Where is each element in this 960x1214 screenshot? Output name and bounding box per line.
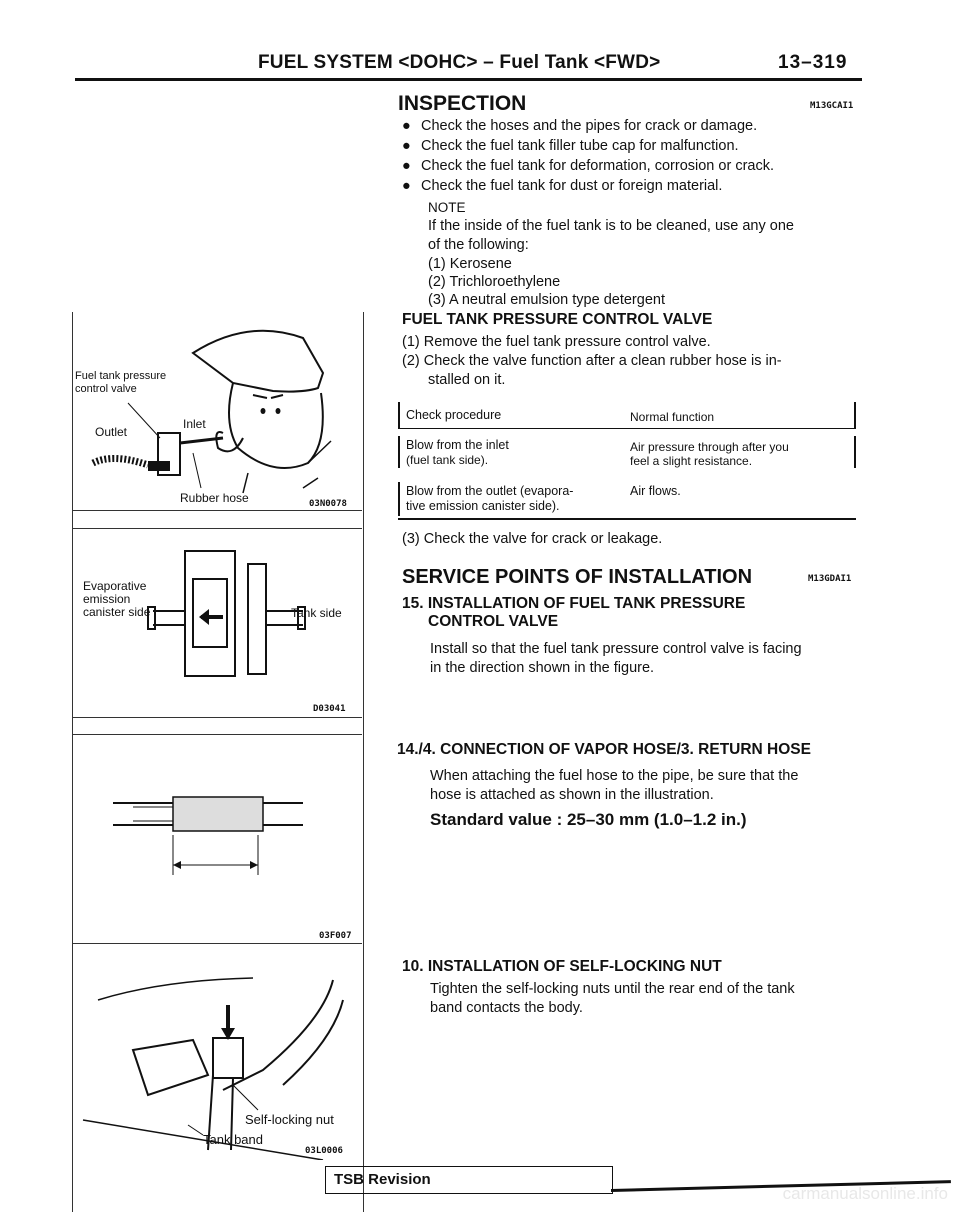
label-evap-3: canister side: [83, 605, 151, 619]
figure-hose-connection: 03F007: [73, 734, 362, 944]
item-heading: CONTROL VALVE: [428, 613, 559, 630]
item-text: Tighten the self-locking nuts until the …: [430, 981, 795, 997]
table-cell: Blow from the inlet: [406, 438, 509, 452]
figure-code: 03F007: [319, 931, 352, 941]
pressure-valve-heading: FUEL TANK PRESSURE CONTROL VALVE: [402, 311, 713, 328]
item-text: in the direction shown in the figure.: [430, 660, 655, 676]
label-tank-band: Tank band: [203, 1132, 263, 1147]
note-label: NOTE: [428, 200, 466, 215]
tank-band-diagram: [82, 977, 344, 1161]
note-item: (3) A neutral emulsion type detergent: [428, 292, 665, 308]
table-cell: (fuel tank side).: [406, 453, 489, 467]
figure-tank-band: Self-locking nut Tank band 03L0006: [73, 960, 362, 1161]
step-text: (1) Remove the fuel tank pressure contro…: [402, 334, 711, 350]
figure-valve-direction: Evaporative emission canister side Tank …: [73, 528, 362, 718]
figure-pressure-valve-head: Fuel tank pressure control valve Outlet …: [73, 313, 362, 511]
inspection-bullet: ●Check the fuel tank filler tube cap for…: [402, 138, 739, 154]
inspection-code: M13GCAI1: [810, 101, 854, 111]
item-heading: 15. INSTALLATION OF FUEL TANK PRESSURE: [402, 595, 746, 612]
figure-code: 03N0078: [309, 499, 347, 509]
step-text: (3) Check the valve for crack or leakage…: [402, 531, 663, 547]
label-outlet: Outlet: [95, 425, 128, 439]
service-heading: SERVICE POINTS OF INSTALLATION: [402, 566, 753, 588]
valve-diagram: [147, 550, 306, 677]
label-tank-side: Tank side: [291, 606, 342, 620]
inspection-bullet: ●Check the hoses and the pipes for crack…: [402, 118, 758, 134]
note-item: (2) Trichloroethylene: [428, 274, 561, 290]
table-header: Normal function: [630, 410, 715, 424]
step-text: (2) Check the valve function after a cle…: [402, 353, 782, 369]
table-cell: Air flows.: [630, 484, 681, 498]
item-heading: 10. INSTALLATION OF SELF-LOCKING NUT: [402, 958, 722, 975]
item-text: hose is attached as shown in the illustr…: [430, 787, 714, 803]
label-self-locking-nut: Self-locking nut: [245, 1112, 334, 1127]
standard-value: Standard value : 25–30 mm (1.0–1.2 in.): [430, 810, 747, 829]
check-table: Check procedure Normal function Blow fro…: [398, 402, 856, 520]
label-inlet: Inlet: [183, 417, 206, 431]
header-rule: [75, 78, 862, 81]
table-header: Check procedure: [406, 408, 502, 422]
table-cell: Air pressure through after you: [630, 440, 789, 454]
mechanic-illustration: [91, 329, 332, 494]
item-text: When attaching the fuel hose to the pipe…: [430, 768, 799, 784]
figure-code: D03041: [313, 704, 346, 714]
watermark: carmanualsonline.info: [782, 1184, 948, 1203]
label-evap-2: emission: [83, 592, 131, 606]
note-text: of the following:: [428, 237, 529, 253]
step-text: stalled on it.: [428, 372, 506, 388]
figure-column: [72, 312, 364, 1212]
service-code: M13GDAI1: [808, 574, 852, 584]
label-rubber-hose: Rubber hose: [180, 491, 249, 505]
table-cell: Blow from the outlet (evapora-: [406, 484, 574, 498]
page-number: 13–319: [778, 52, 848, 73]
label-valve-1: Fuel tank pressure: [75, 370, 167, 382]
table-cell: tive emission canister side).: [406, 499, 560, 513]
hose-diagram: [113, 796, 303, 875]
item-text: Install so that the fuel tank pressure c…: [430, 641, 802, 657]
tsb-revision-label: TSB Revision: [334, 1171, 431, 1188]
page-header-title: FUEL SYSTEM <DOHC> – Fuel Tank <FWD>: [258, 52, 661, 73]
table-cell: feel a slight resistance.: [630, 454, 753, 468]
inspection-bullet: ●Check the fuel tank for deformation, co…: [402, 158, 774, 174]
figure-code: 03L0006: [305, 1146, 343, 1156]
tsb-revision-box: TSB Revision: [325, 1166, 613, 1194]
note-item: (1) Kerosene: [428, 256, 512, 272]
item-text: band contacts the body.: [430, 1000, 583, 1016]
inspection-heading: INSPECTION: [398, 92, 527, 115]
label-valve-2: control valve: [75, 383, 137, 395]
inspection-bullet: ●Check the fuel tank for dust or foreign…: [402, 178, 723, 194]
item-heading: 14./4. CONNECTION OF VAPOR HOSE/3. RETUR…: [397, 741, 811, 758]
note-text: If the inside of the fuel tank is to be …: [428, 218, 794, 234]
label-evap-1: Evaporative: [83, 579, 147, 593]
